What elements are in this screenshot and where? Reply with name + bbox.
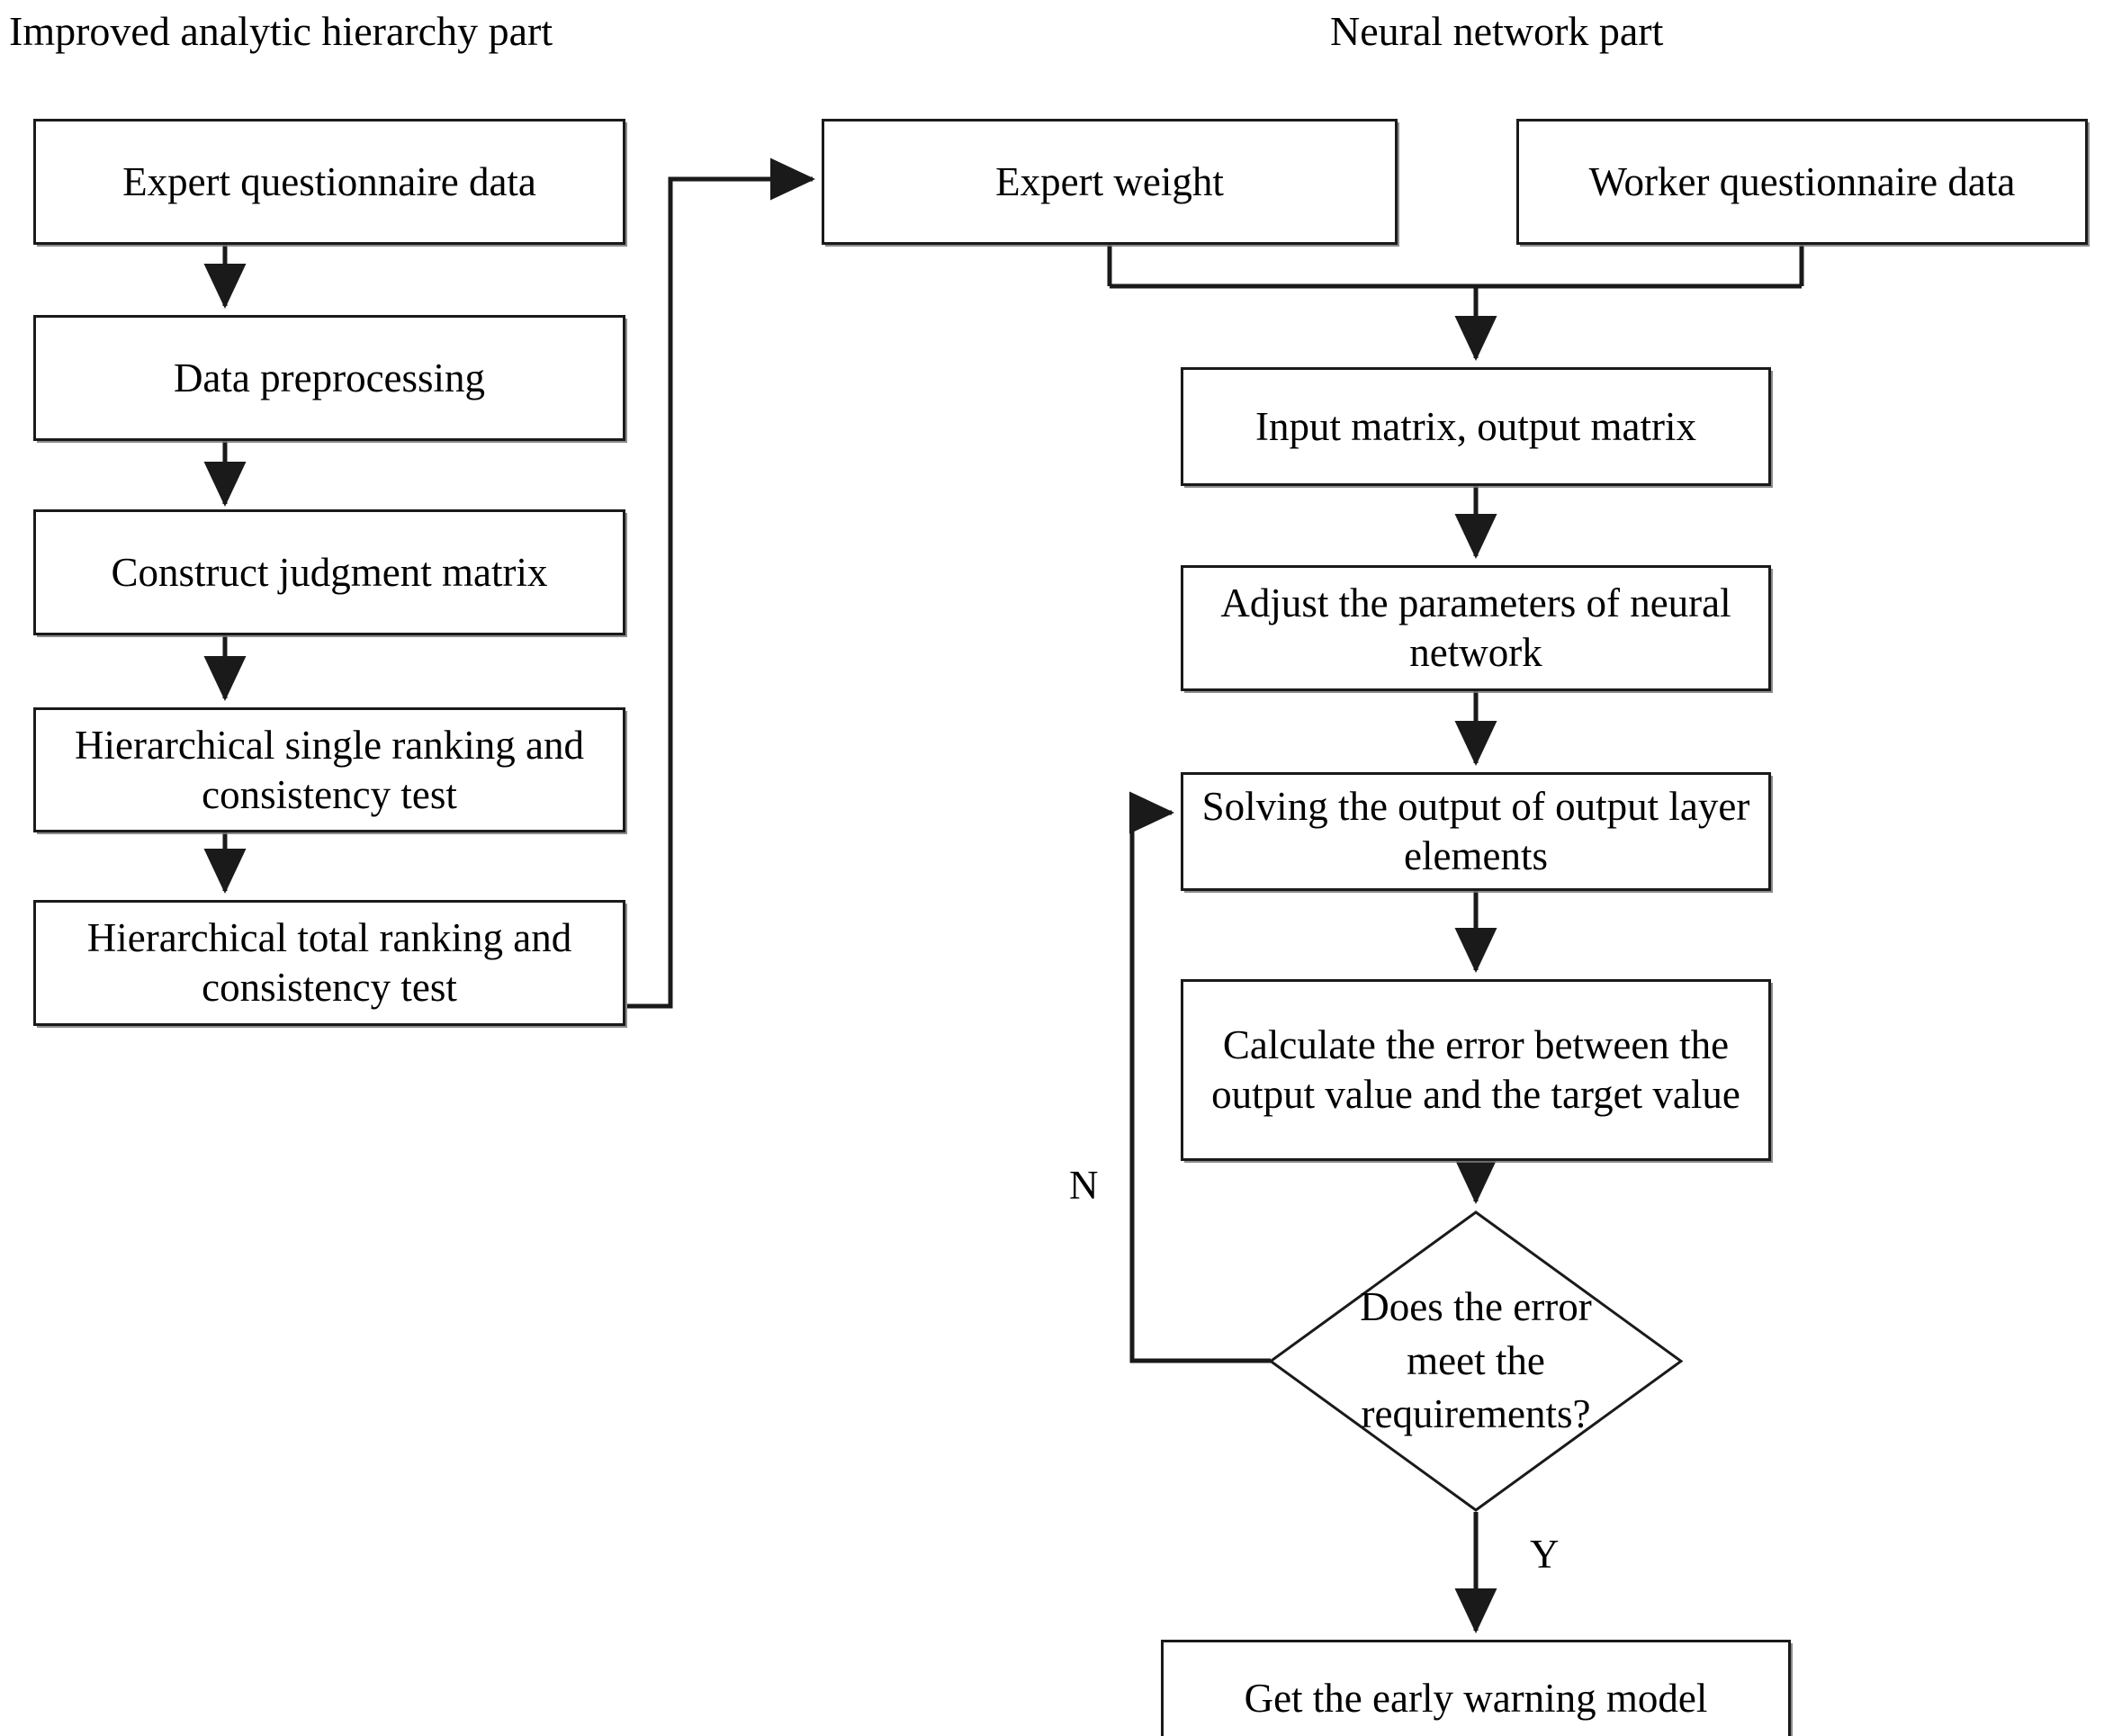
node-label: Construct judgment matrix — [111, 549, 548, 595]
node-label: Expert weight — [995, 158, 1224, 204]
node-label: Does the error meet the requirements? — [1360, 1284, 1592, 1437]
node-label: Data preprocessing — [173, 355, 486, 400]
node-input-output-matrix[interactable]: Input matrix, output matrix — [1181, 367, 1771, 486]
edge-label-no: N — [1069, 1163, 1099, 1208]
node-label: Worker questionnaire data — [1588, 158, 2016, 204]
node-label: Adjust the parameters of neural network — [1220, 580, 1731, 675]
section-title-left: Improved analytic hierarchy part — [9, 8, 553, 54]
node-solving-output[interactable]: Solving the output of output layer eleme… — [1181, 772, 1771, 891]
node-adjust-parameters[interactable]: Adjust the parameters of neural network — [1181, 565, 1771, 691]
node-decision-error-meets-requirements[interactable]: Does the error meet the requirements? — [1269, 1210, 1683, 1512]
node-expert-weight[interactable]: Expert weight — [822, 119, 1398, 245]
node-hierarchical-single-ranking[interactable]: Hierarchical single ranking and consiste… — [33, 707, 625, 832]
node-hierarchical-total-ranking[interactable]: Hierarchical total ranking and consisten… — [33, 900, 625, 1026]
node-calculate-error[interactable]: Calculate the error between the output v… — [1181, 979, 1771, 1161]
node-label: Input matrix, output matrix — [1255, 403, 1696, 449]
node-label: Hierarchical total ranking and consisten… — [86, 915, 572, 1010]
section-title-right: Neural network part — [1330, 8, 1664, 54]
node-expert-questionnaire-data[interactable]: Expert questionnaire data — [33, 119, 625, 245]
edge-total-ranking-to-expert-weight — [627, 157, 816, 1009]
node-label: Solving the output of output layer eleme… — [1201, 784, 1750, 878]
node-label: Expert questionnaire data — [122, 158, 536, 204]
node-data-preprocessing[interactable]: Data preprocessing — [33, 315, 625, 441]
diamond-shape — [1269, 1210, 1683, 1512]
node-worker-questionnaire-data[interactable]: Worker questionnaire data — [1516, 119, 2088, 245]
node-early-warning-model[interactable]: Get the early warning model — [1161, 1640, 1791, 1736]
node-construct-judgment-matrix[interactable]: Construct judgment matrix — [33, 509, 625, 635]
node-label: Get the early warning model — [1244, 1675, 1708, 1721]
node-label: Calculate the error between the output v… — [1211, 1022, 1740, 1117]
edge-label-yes: Y — [1530, 1532, 1560, 1577]
node-label: Hierarchical single ranking and consiste… — [74, 722, 584, 817]
